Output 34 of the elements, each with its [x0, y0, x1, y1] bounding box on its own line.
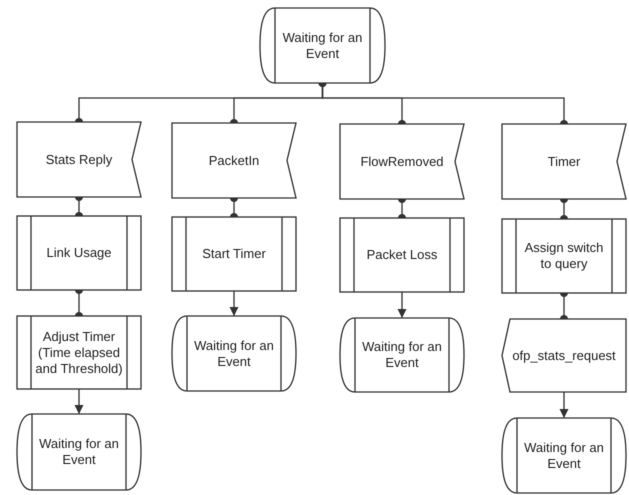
- node-label: Waiting for an Event: [282, 30, 364, 62]
- state-symbol: [17, 414, 141, 490]
- procedure-box: [340, 218, 464, 292]
- arrow: [74, 389, 84, 414]
- output-signal-symbol: [502, 319, 626, 392]
- node-label: ofp_stats_request: [512, 348, 616, 364]
- procedure-box: [17, 216, 141, 290]
- node-label: Start Timer: [202, 246, 266, 262]
- node-label: PacketIn: [208, 152, 260, 168]
- input-signal-symbol: [17, 122, 141, 197]
- procedure-box: [502, 219, 626, 293]
- procedure-box: [17, 316, 141, 389]
- node-label: Waiting for an Event: [38, 436, 120, 468]
- node-label: Adjust Timer (Time elapsed and Threshold): [34, 328, 124, 376]
- node-label: Waiting for an Event: [523, 440, 605, 472]
- procedure-box: [172, 217, 296, 291]
- node-label: FlowRemoved: [360, 154, 444, 170]
- node-label: Timer: [548, 154, 580, 170]
- input-signal-symbol: [172, 123, 296, 198]
- state-symbol: [340, 318, 464, 392]
- node-label: Stats Reply: [46, 152, 112, 168]
- state-symbol: [260, 8, 385, 83]
- node-label: Packet Loss: [366, 247, 438, 263]
- state-symbol: [502, 418, 626, 493]
- input-signal-symbol: [502, 124, 626, 199]
- input-signal-symbol: [340, 124, 464, 199]
- arrow: [398, 292, 406, 318]
- node-label: Waiting for an Event: [361, 339, 443, 371]
- node-label: Assign switch to query: [524, 240, 604, 272]
- arrow: [230, 291, 238, 316]
- arrow: [560, 392, 568, 418]
- node-label: Link Usage: [46, 245, 112, 261]
- state-symbol: [172, 316, 296, 391]
- node-label: Waiting for an Event: [193, 338, 275, 370]
